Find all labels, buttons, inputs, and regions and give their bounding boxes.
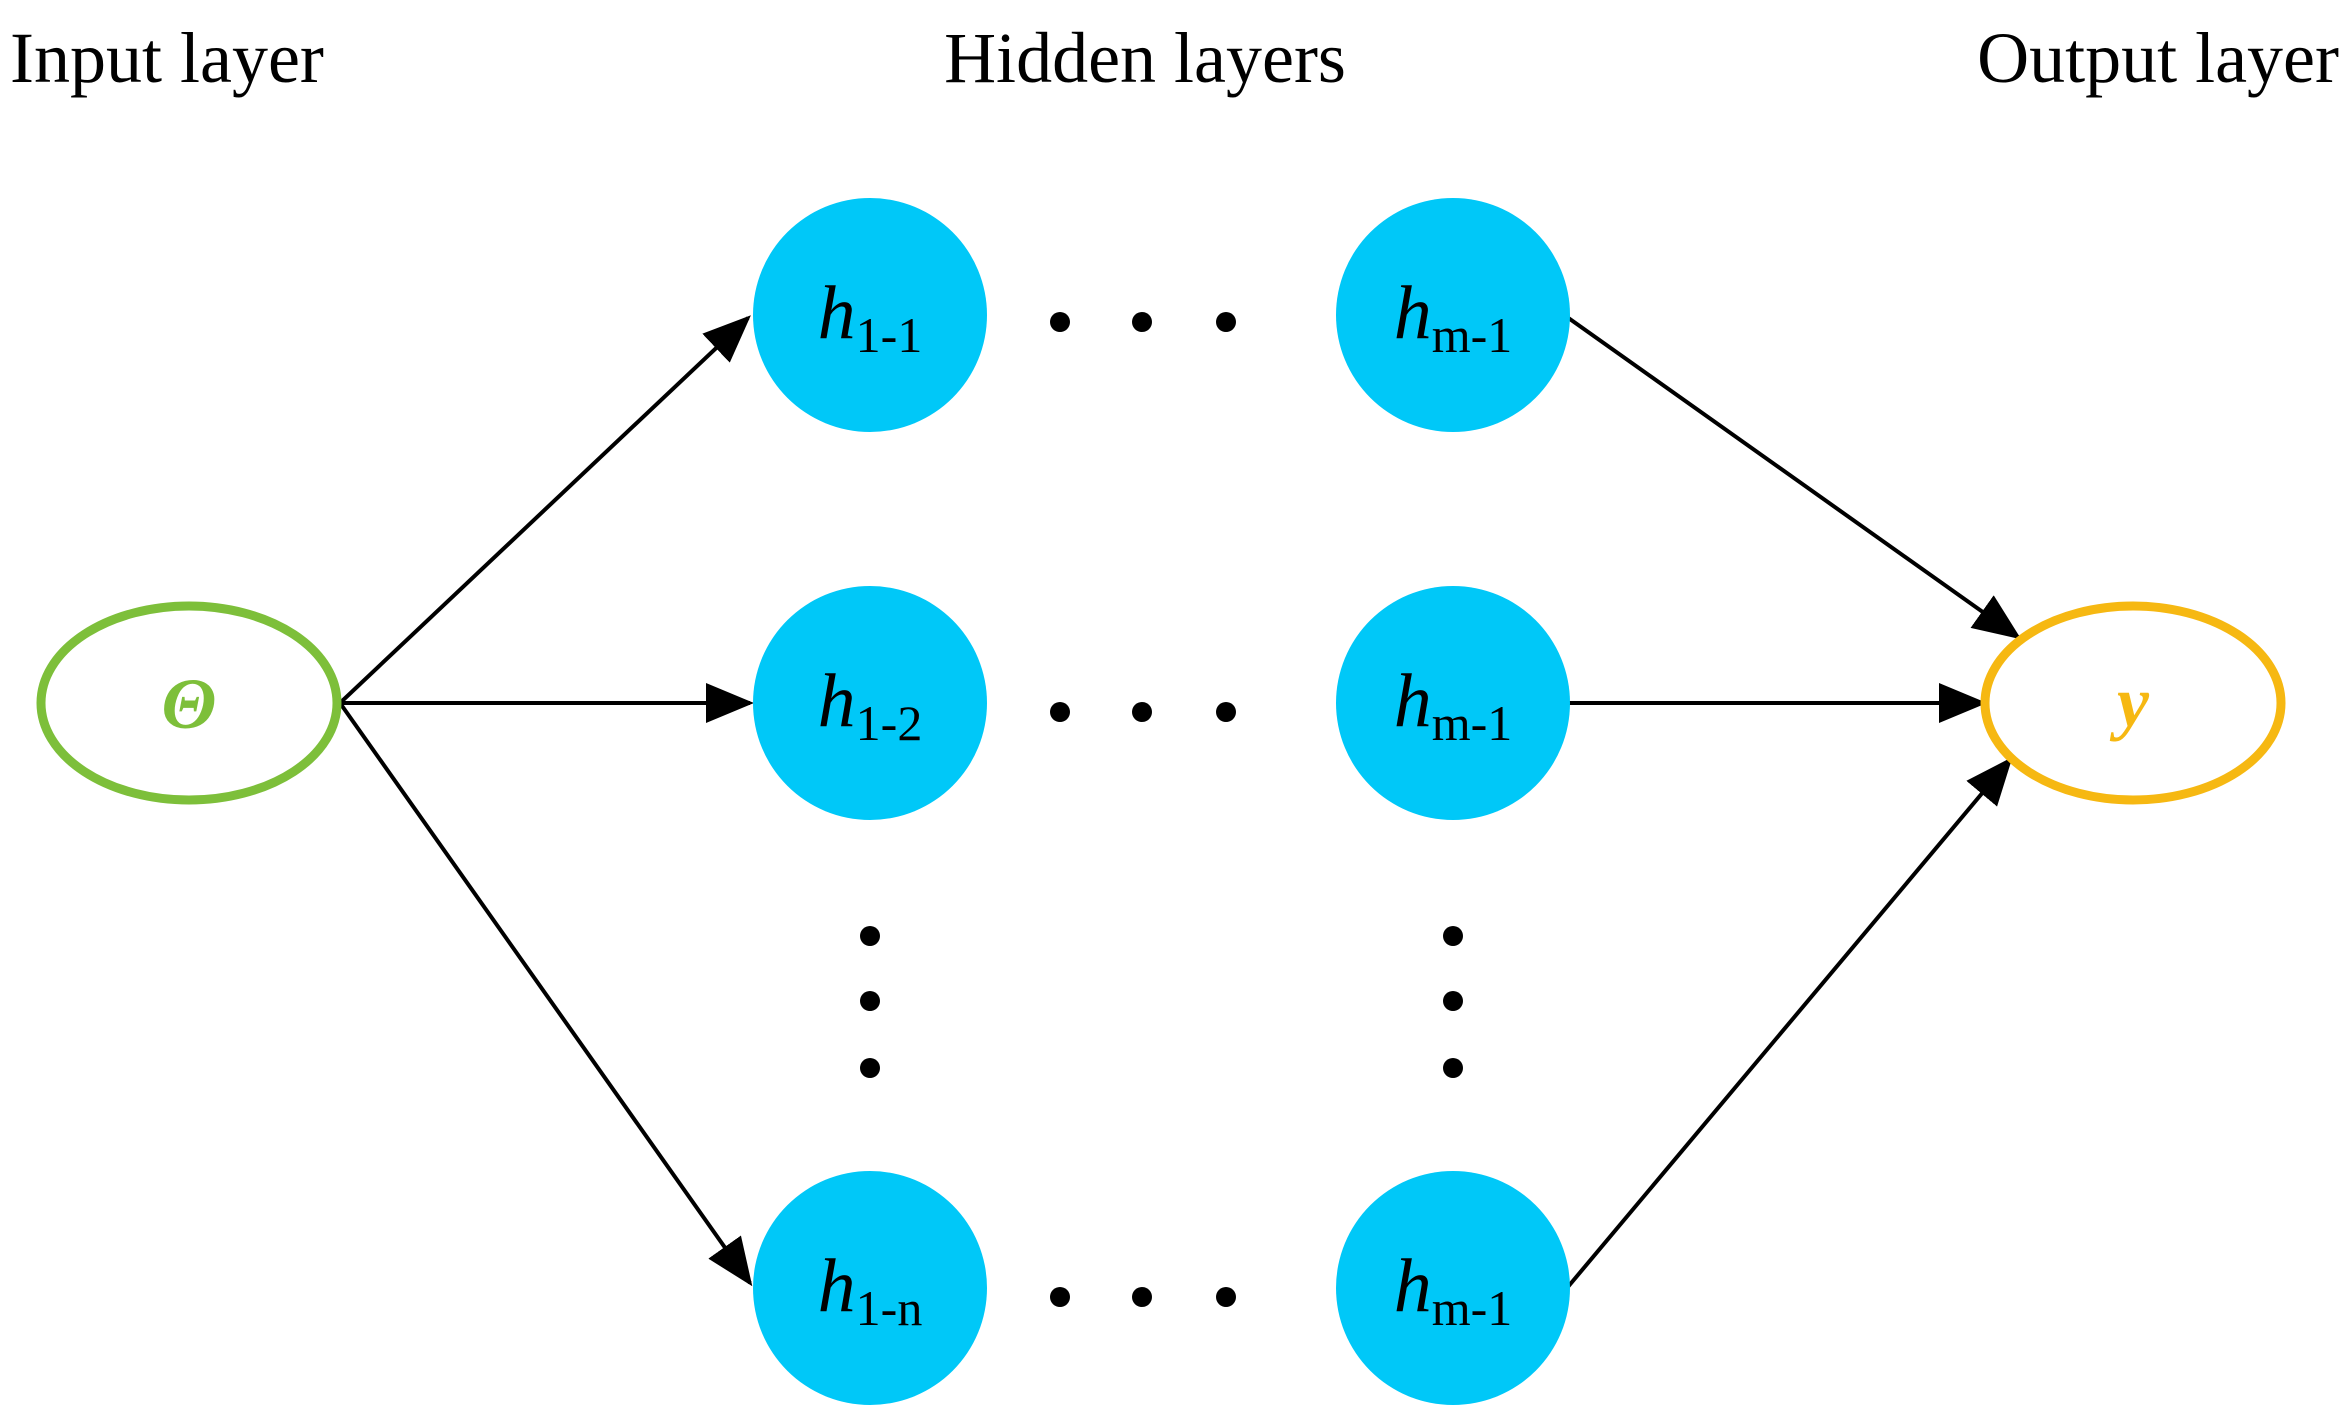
hidden-node-hm-1-mid-label: hm-1 (1394, 659, 1513, 751)
hidden-node-h1-2-label: h1-2 (818, 659, 923, 751)
hidden-node-h1-1-label: h1-1 (818, 271, 923, 363)
hidden-node-hm-1-bottom (1336, 1171, 1570, 1405)
hidden-node-hm-1-mid (1336, 586, 1570, 820)
edge-hm-1-bottom-to-output (1565, 756, 2013, 1290)
edge-input-to-h1-1 (338, 315, 751, 705)
output-layer-title: Output layer (1977, 18, 2339, 98)
input-layer-title: Input layer (10, 18, 324, 98)
hidden-node-h1-2 (753, 586, 987, 820)
input-node (36, 601, 342, 805)
hidden-layers-title: Hidden layers (944, 18, 1346, 98)
output-node (1980, 601, 2286, 805)
ellipsis-column-1 (860, 926, 880, 1078)
ellipsis-column-m (1443, 926, 1463, 1078)
edge-hm-1-top-to-output (1565, 315, 2022, 640)
hidden-node-h1-n-label: h1-n (818, 1244, 923, 1336)
hidden-node-h1-1 (753, 198, 987, 432)
ellipsis-row-1 (1050, 312, 1236, 332)
ellipsis-row-3 (1050, 1287, 1236, 1307)
edge-input-to-h1-n (338, 701, 753, 1287)
hidden-node-hm-1-bottom-label: hm-1 (1394, 1244, 1513, 1336)
hidden-node-hm-1-top-label: hm-1 (1394, 271, 1513, 363)
hidden-node-hm-1-top (1336, 198, 1570, 432)
input-node-label: Θ (162, 664, 217, 744)
ellipsis-row-2 (1050, 702, 1236, 722)
hidden-node-h1-n (753, 1171, 987, 1405)
